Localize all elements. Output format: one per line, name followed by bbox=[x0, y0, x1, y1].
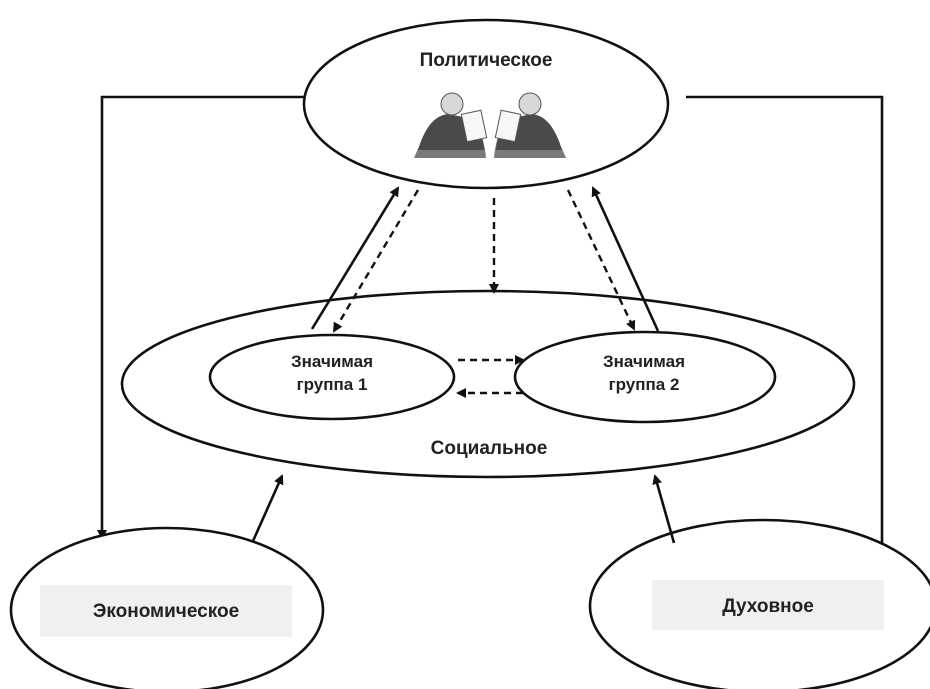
arrow-group1-to-political bbox=[310, 186, 400, 330]
connector-political-to-spiritual bbox=[686, 95, 887, 554]
left-official-figure bbox=[414, 92, 488, 158]
political-ellipse bbox=[302, 18, 670, 190]
political-label: Политическое bbox=[420, 50, 553, 71]
arrow-spiritual-to-social bbox=[652, 474, 676, 544]
group-1-label-line-1: Значимая bbox=[291, 352, 373, 371]
connector-political-to-economic bbox=[97, 95, 305, 540]
two-officials-reading-documents-icon bbox=[414, 92, 566, 158]
spiritual-label: Духовное bbox=[722, 596, 814, 617]
spiritual-label-box bbox=[652, 580, 884, 630]
arrow-political-to-group2 bbox=[566, 189, 636, 331]
group-1-ellipse bbox=[208, 333, 456, 421]
economic-label: Экономическое bbox=[93, 601, 239, 622]
group-2-label-line-2: группа 2 bbox=[609, 375, 680, 394]
group-2-label-line-1: Значимая bbox=[603, 352, 685, 371]
social-label: Социальное bbox=[431, 438, 548, 459]
group-2-ellipse bbox=[513, 330, 777, 424]
arrow-group2-to-political bbox=[591, 186, 660, 332]
arrow-economic-to-social bbox=[251, 474, 284, 542]
group-1-label-line-2: группа 1 bbox=[297, 375, 368, 394]
economic-label-box bbox=[40, 585, 292, 637]
arrow-political-to-group1 bbox=[332, 189, 420, 333]
right-official-figure bbox=[494, 92, 566, 158]
